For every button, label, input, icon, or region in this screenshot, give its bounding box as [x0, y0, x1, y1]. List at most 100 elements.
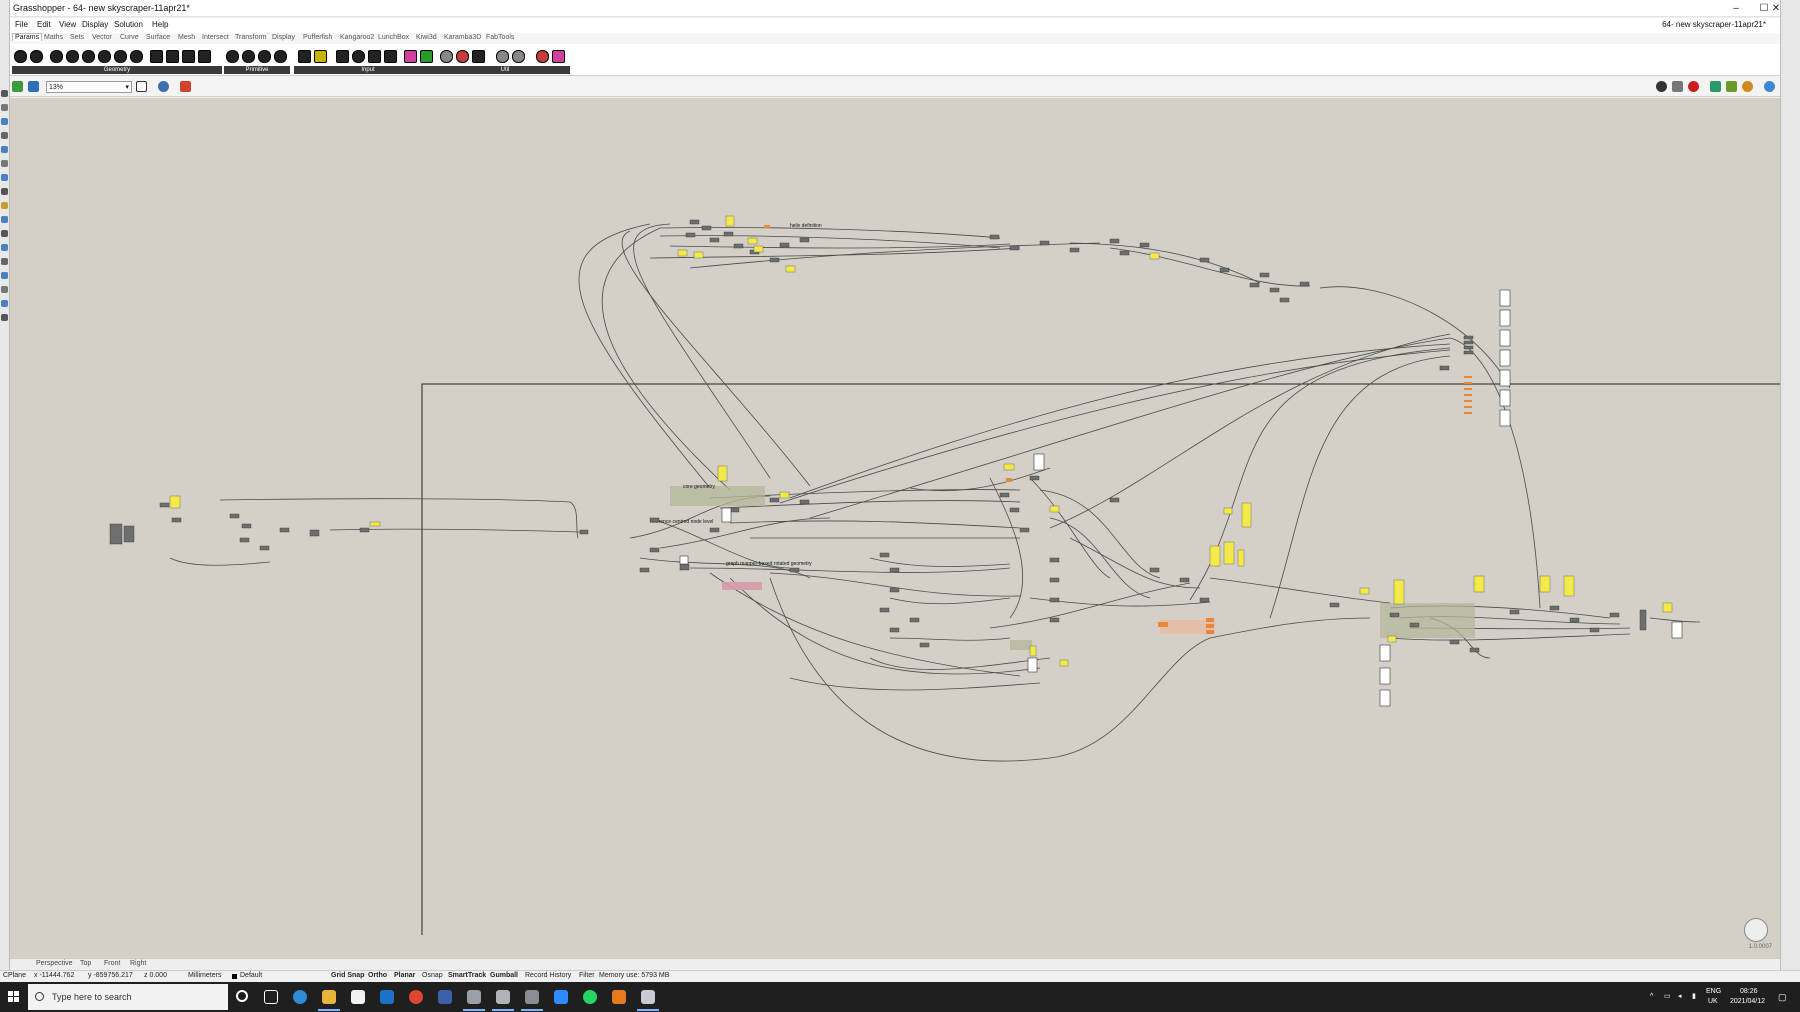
tool-icon[interactable]	[1, 300, 8, 307]
mail-icon[interactable]	[380, 990, 394, 1004]
tool-icon[interactable]	[1, 104, 8, 111]
osnap-toggle[interactable]: Osnap	[422, 972, 443, 979]
filter-toggle[interactable]: Filter	[579, 972, 595, 979]
preview-selected-icon[interactable]	[1710, 81, 1721, 92]
chevron-up-icon[interactable]: ^	[1650, 993, 1654, 1000]
group-small[interactable]	[1010, 640, 1032, 650]
globe-icon[interactable]	[1764, 81, 1775, 92]
tab-maths[interactable]: Maths	[44, 34, 64, 41]
tab-params[interactable]: Params	[12, 33, 43, 41]
geometry-param-icon[interactable]	[30, 50, 43, 63]
point-param-icon[interactable]	[130, 50, 143, 63]
tab-karamba3d[interactable]: Karamba3D	[444, 34, 482, 41]
relay-icon[interactable]	[440, 50, 453, 63]
cplane-label[interactable]: CPlane	[3, 972, 26, 979]
tab-surface[interactable]: Surface	[146, 34, 171, 41]
right-scroll-strip[interactable]	[1780, 0, 1800, 980]
shaded-preview-icon[interactable]	[1688, 81, 1699, 92]
whatsapp-icon[interactable]	[583, 990, 597, 1004]
component-nodes[interactable]	[109, 219, 1647, 653]
ortho-toggle[interactable]: Ortho	[368, 972, 388, 979]
wire-display-icon[interactable]	[1672, 81, 1683, 92]
close-button[interactable]: ✕	[1771, 3, 1781, 14]
file-explorer-icon[interactable]	[318, 990, 340, 1011]
box-param-icon[interactable]	[182, 50, 195, 63]
language-label[interactable]: ENG	[1706, 988, 1722, 995]
tab-display[interactable]: Display	[272, 34, 295, 41]
palette-group-util[interactable]: Util	[440, 66, 570, 74]
tool-icon[interactable]	[1, 146, 8, 153]
sketch-icon[interactable]	[180, 81, 191, 92]
gumball-toggle[interactable]: Gumball	[490, 972, 519, 979]
gradient-icon[interactable]	[404, 50, 417, 63]
arrow-right-icon[interactable]	[496, 50, 509, 63]
preview-icon[interactable]	[1656, 81, 1667, 92]
save-icon[interactable]	[28, 81, 39, 92]
circle-param-icon[interactable]	[50, 50, 63, 63]
smarttrack-toggle[interactable]: SmartTrack	[448, 972, 487, 979]
palette-group-geometry[interactable]: Geometry	[12, 66, 222, 74]
digit-scroller-icon[interactable]	[384, 50, 397, 63]
tool-icon[interactable]	[1, 118, 8, 125]
network-icon[interactable]: ▭	[1664, 993, 1671, 1000]
boolean-param-icon[interactable]	[226, 50, 239, 63]
record-history-toggle[interactable]: Record History	[525, 972, 572, 979]
volume-icon[interactable]: ◂	[1678, 993, 1682, 1000]
eye-icon[interactable]	[158, 81, 169, 92]
tool-icon[interactable]	[1, 286, 8, 293]
store-icon[interactable]	[351, 990, 365, 1004]
app-icon[interactable]	[438, 990, 452, 1004]
cherry-picker-icon[interactable]	[456, 50, 469, 63]
rhino-icon[interactable]	[463, 990, 485, 1011]
slider-icon[interactable]	[298, 50, 311, 63]
tab-pufferfish[interactable]: Pufferfish	[303, 34, 333, 41]
tool-icon[interactable]	[1, 202, 8, 209]
tool-icon[interactable]	[1, 244, 8, 251]
menu-file[interactable]: File	[15, 20, 28, 29]
canvas-navigator-icon[interactable]	[1744, 918, 1768, 942]
group-core-geometry[interactable]	[670, 486, 765, 506]
flask-icon[interactable]	[552, 50, 565, 63]
menu-view[interactable]: View	[59, 20, 77, 29]
menu-display[interactable]: Display	[82, 20, 109, 29]
zoom-icon[interactable]	[554, 990, 568, 1004]
yellow-panels[interactable]	[169, 215, 1673, 667]
orange-sliders[interactable]	[764, 225, 1472, 634]
task-view-icon[interactable]	[264, 990, 278, 1004]
tool-icon[interactable]	[1, 258, 8, 265]
units-label[interactable]: Millimeters	[188, 972, 222, 979]
menu-help[interactable]: Help	[152, 20, 169, 29]
panel-icon[interactable]	[314, 50, 327, 63]
group-pink[interactable]	[722, 582, 762, 590]
tool-icon[interactable]	[1, 90, 8, 97]
tab-fabtools[interactable]: FabTools	[486, 34, 515, 41]
open-file-icon[interactable]	[12, 81, 23, 92]
value-list-icon[interactable]	[368, 50, 381, 63]
tool-icon[interactable]	[1, 174, 8, 181]
colour-swatch-icon[interactable]	[420, 50, 433, 63]
curve-param-icon[interactable]	[66, 50, 79, 63]
text-param-icon[interactable]	[274, 50, 287, 63]
grasshopper-icon[interactable]	[521, 990, 543, 1011]
data-dam-icon[interactable]	[472, 50, 485, 63]
document-preview-icon[interactable]	[1742, 81, 1753, 92]
region-label[interactable]: UK	[1708, 998, 1718, 1005]
vlc-icon[interactable]	[612, 990, 626, 1004]
notifications-icon[interactable]: ▢	[1778, 992, 1787, 1002]
menu-solution[interactable]: Solution	[114, 20, 143, 29]
edge-icon[interactable]	[293, 990, 307, 1004]
tab-lunchbox[interactable]: LunchBox	[378, 34, 410, 41]
viewport-tab-right[interactable]: Right	[130, 960, 147, 967]
tab-transform[interactable]: Transform	[235, 34, 267, 41]
line-param-icon[interactable]	[82, 50, 95, 63]
minimize-button[interactable]: –	[1733, 3, 1739, 14]
maximize-button[interactable]: ☐	[1759, 3, 1769, 14]
arrow-outline-icon[interactable]	[512, 50, 525, 63]
tool-icon[interactable]	[1, 132, 8, 139]
number-param-icon[interactable]	[258, 50, 271, 63]
tab-vector[interactable]: Vector	[92, 34, 112, 41]
plane-param-icon[interactable]	[114, 50, 127, 63]
button-icon[interactable]	[352, 50, 365, 63]
zoom-extents-icon[interactable]	[136, 81, 147, 92]
surface-param-icon[interactable]	[150, 50, 163, 63]
